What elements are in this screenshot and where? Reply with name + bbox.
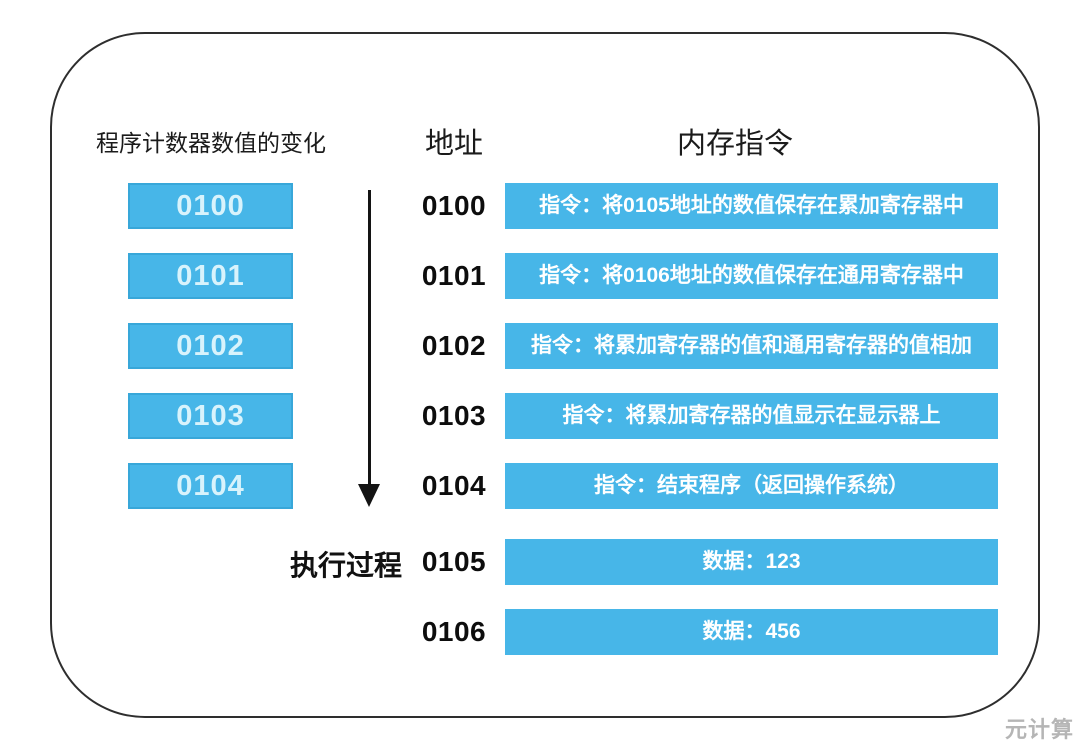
watermark: 元计算 [1004, 717, 1074, 742]
rounded-frame [50, 32, 1040, 718]
execution-flow-arrow-line [368, 190, 371, 486]
pc-column-header: 程序计数器数值的变化 [96, 130, 326, 156]
memory-column-header: 内存指令 [676, 128, 793, 160]
execution-process-label: 执行过程 [289, 550, 402, 581]
arrow-down-icon [358, 484, 380, 507]
address-column-header: 地址 [424, 128, 483, 160]
